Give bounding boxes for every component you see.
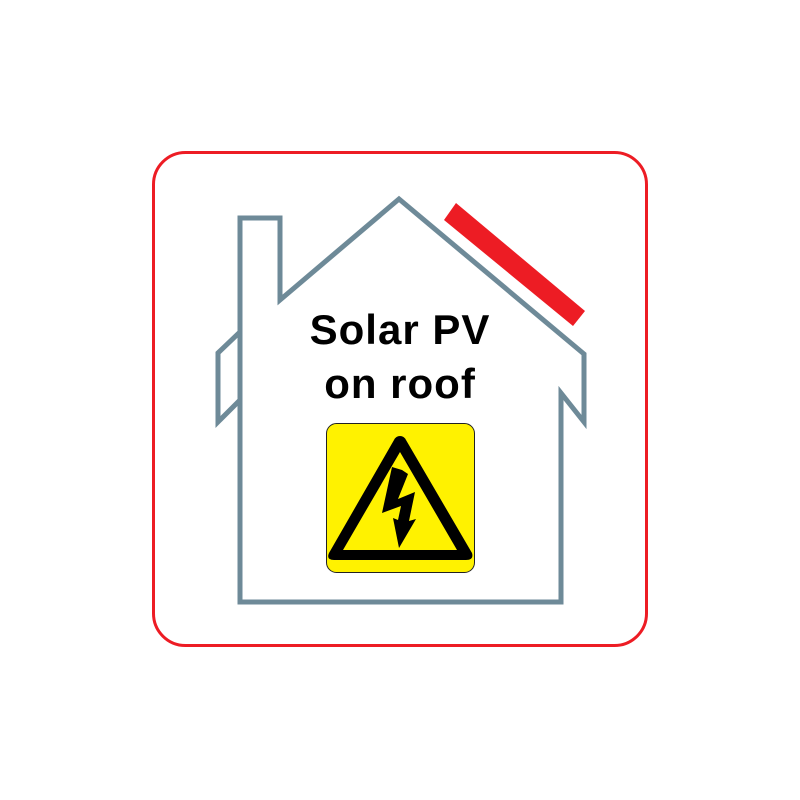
electrical-hazard-warning-icon bbox=[326, 423, 475, 573]
sign-title-line-1: Solar PV bbox=[309, 306, 491, 353]
house-outline-icon bbox=[215, 195, 587, 605]
lightning-bolt-icon bbox=[382, 467, 416, 548]
sign-title-line-2: on roof bbox=[324, 360, 476, 407]
solar-panel-icon bbox=[444, 203, 585, 326]
